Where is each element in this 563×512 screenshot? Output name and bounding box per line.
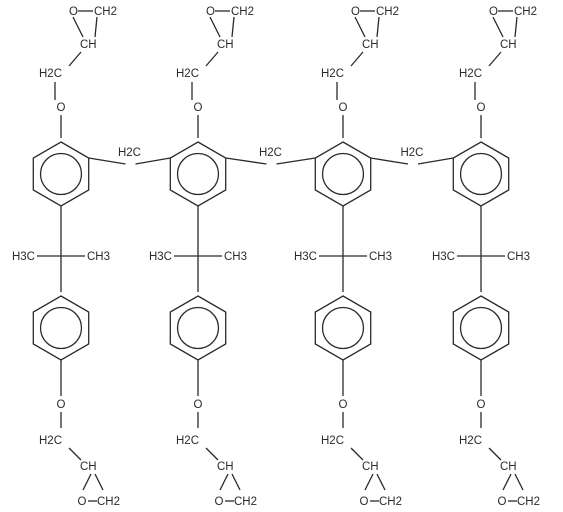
unit-3-bottom-bond-linker-ch — [350, 447, 364, 461]
unit-1-lower-ring-aromatic-circle — [39, 306, 83, 350]
unit-2-methyl-right: CH3 — [224, 251, 247, 263]
methylene-bridge-1-bond-right — [135, 157, 171, 165]
methylene-bridge-3-label: H2C — [400, 147, 423, 159]
unit-3-top-epoxide-bond-o-ch — [354, 16, 366, 38]
unit-1-top-linker-ch2: H2C — [39, 68, 62, 80]
unit-2-bottom-ch: CH — [217, 461, 234, 473]
unit-4-bottom-ch: CH — [500, 461, 517, 473]
unit-3-methyl-right: CH3 — [369, 251, 392, 263]
unit-2-upper-ring-aromatic-circle — [176, 152, 220, 196]
unit-2-top-epoxide-bond-ch2-ch — [231, 16, 235, 38]
unit-4-top-epoxide-bond-ch2-ch — [514, 16, 518, 38]
unit-4-top-linker-ch2: H2C — [459, 68, 482, 80]
unit-1-methyl-right: CH3 — [87, 251, 110, 263]
unit-2-top-epoxide-o: O — [206, 6, 215, 18]
unit-4-methyl-right: CH3 — [507, 251, 530, 263]
unit-3-lower-ring-aromatic-circle — [321, 306, 365, 350]
unit-1-methyl-left: H3C — [12, 251, 35, 263]
unit-2-bottom-bond-linker-ch — [205, 447, 219, 461]
unit-1-top-bond-ch-linker — [68, 51, 82, 67]
unit-3-top-epoxide-bond-ch2-ch — [376, 16, 380, 38]
unit-1-top-epoxide-bond-o-ch — [72, 16, 84, 38]
unit-2-top-ether-o: O — [194, 102, 203, 114]
methylene-bridge-1-label: H2C — [118, 147, 141, 159]
unit-3-bottom-ch: CH — [362, 461, 379, 473]
unit-3-bottom-epoxide-bond-ch-ch2 — [376, 473, 386, 491]
unit-2-bottom-epoxide-o: O — [215, 496, 224, 508]
methylene-bridge-2-bond-right — [276, 157, 316, 165]
unit-1-upper-ring — [32, 141, 90, 207]
unit-4-top-epoxide-o: O — [489, 6, 498, 18]
unit-2-upper-ring — [169, 141, 227, 207]
unit-2-methyl-left: H3C — [149, 251, 172, 263]
unit-2-bottom-ether-o: O — [194, 399, 203, 411]
unit-3-bottom-epoxide-o: O — [360, 496, 369, 508]
unit-1-top-epoxide-ch2: CH2 — [94, 6, 117, 18]
unit-1-top-ch: CH — [80, 39, 97, 51]
unit-4-bottom-epoxide-ch2: CH2 — [517, 496, 540, 508]
unit-3-bottom-epoxide-bond-ch-o — [364, 473, 374, 491]
unit-2-top-bond-ch-linker — [205, 51, 219, 67]
unit-2-bottom-epoxide-ch2: CH2 — [234, 496, 257, 508]
unit-3-top-ch: CH — [362, 39, 379, 51]
unit-1-bottom-bond-linker-ch — [68, 447, 82, 461]
unit-2-top-ch: CH — [217, 39, 234, 51]
unit-4-bottom-epoxide-o: O — [498, 496, 507, 508]
unit-3-top-ether-o: O — [339, 102, 348, 114]
unit-2-top-linker-ch2: H2C — [176, 68, 199, 80]
unit-4-bottom-epoxide-bond-ch-o — [502, 473, 512, 491]
unit-2-lower-ring-aromatic-circle — [176, 306, 220, 350]
unit-2-top-epoxide-bond-o-ch — [209, 16, 221, 38]
unit-1-bottom-epoxide-bond-ch-o — [82, 473, 92, 491]
unit-4-top-ch: CH — [500, 39, 517, 51]
unit-3-top-epoxide-o: O — [351, 6, 360, 18]
unit-4-bottom-bond-linker-ch — [488, 447, 502, 461]
unit-3-upper-ring — [314, 141, 372, 207]
methylene-bridge-3-bond-left — [370, 157, 409, 165]
methylene-bridge-1-bond-left — [88, 157, 126, 165]
unit-1-top-epoxide-o: O — [69, 6, 78, 18]
unit-1-lower-ring — [32, 295, 90, 361]
unit-1-bottom-ch: CH — [80, 461, 97, 473]
unit-4-lower-ring — [452, 295, 510, 361]
methylene-bridge-2-label: H2C — [259, 147, 282, 159]
unit-2-bottom-linker-ch2: H2C — [176, 435, 199, 447]
unit-1-top-ether-o: O — [57, 102, 66, 114]
unit-1-bottom-linker-ch2: H2C — [39, 435, 62, 447]
unit-4-top-bond-ch-linker — [488, 51, 502, 67]
unit-4-methyl-left: H3C — [432, 251, 455, 263]
unit-1-bottom-epoxide-o: O — [78, 496, 87, 508]
unit-4-bottom-ether-o: O — [477, 399, 486, 411]
unit-4-lower-ring-aromatic-circle — [459, 306, 503, 350]
unit-4-upper-ring-aromatic-circle — [459, 152, 503, 196]
unit-1-top-epoxide-bond-ch2-ch — [94, 16, 98, 38]
unit-3-methyl-left: H3C — [294, 251, 317, 263]
methylene-bridge-2-bond-left — [225, 157, 267, 165]
methylene-bridge-3-bond-right — [417, 157, 454, 165]
unit-3-bottom-ether-o: O — [339, 399, 348, 411]
unit-4-bottom-epoxide-bond-ch-ch2 — [514, 473, 524, 491]
unit-2-bottom-epoxide-bond-ch-ch2 — [231, 473, 241, 491]
unit-3-bottom-linker-ch2: H2C — [321, 435, 344, 447]
unit-4-top-ether-o: O — [477, 102, 486, 114]
unit-2-lower-ring — [169, 295, 227, 361]
unit-4-top-epoxide-bond-o-ch — [492, 16, 504, 38]
unit-1-bottom-ether-o: O — [57, 399, 66, 411]
unit-4-top-epoxide-ch2: CH2 — [514, 6, 537, 18]
unit-3-bottom-epoxide-ch2: CH2 — [379, 496, 402, 508]
unit-2-top-epoxide-ch2: CH2 — [231, 6, 254, 18]
unit-1-bottom-epoxide-bond-ch-ch2 — [94, 473, 104, 491]
unit-1-bottom-epoxide-ch2: CH2 — [97, 496, 120, 508]
unit-4-upper-ring — [452, 141, 510, 207]
unit-3-top-epoxide-ch2: CH2 — [376, 6, 399, 18]
unit-3-top-bond-ch-linker — [350, 51, 364, 67]
unit-3-upper-ring-aromatic-circle — [321, 152, 365, 196]
unit-4-bottom-linker-ch2: H2C — [459, 435, 482, 447]
unit-3-top-linker-ch2: H2C — [321, 68, 344, 80]
unit-1-upper-ring-aromatic-circle — [39, 152, 83, 196]
unit-3-lower-ring — [314, 295, 372, 361]
unit-2-bottom-epoxide-bond-ch-o — [219, 473, 229, 491]
